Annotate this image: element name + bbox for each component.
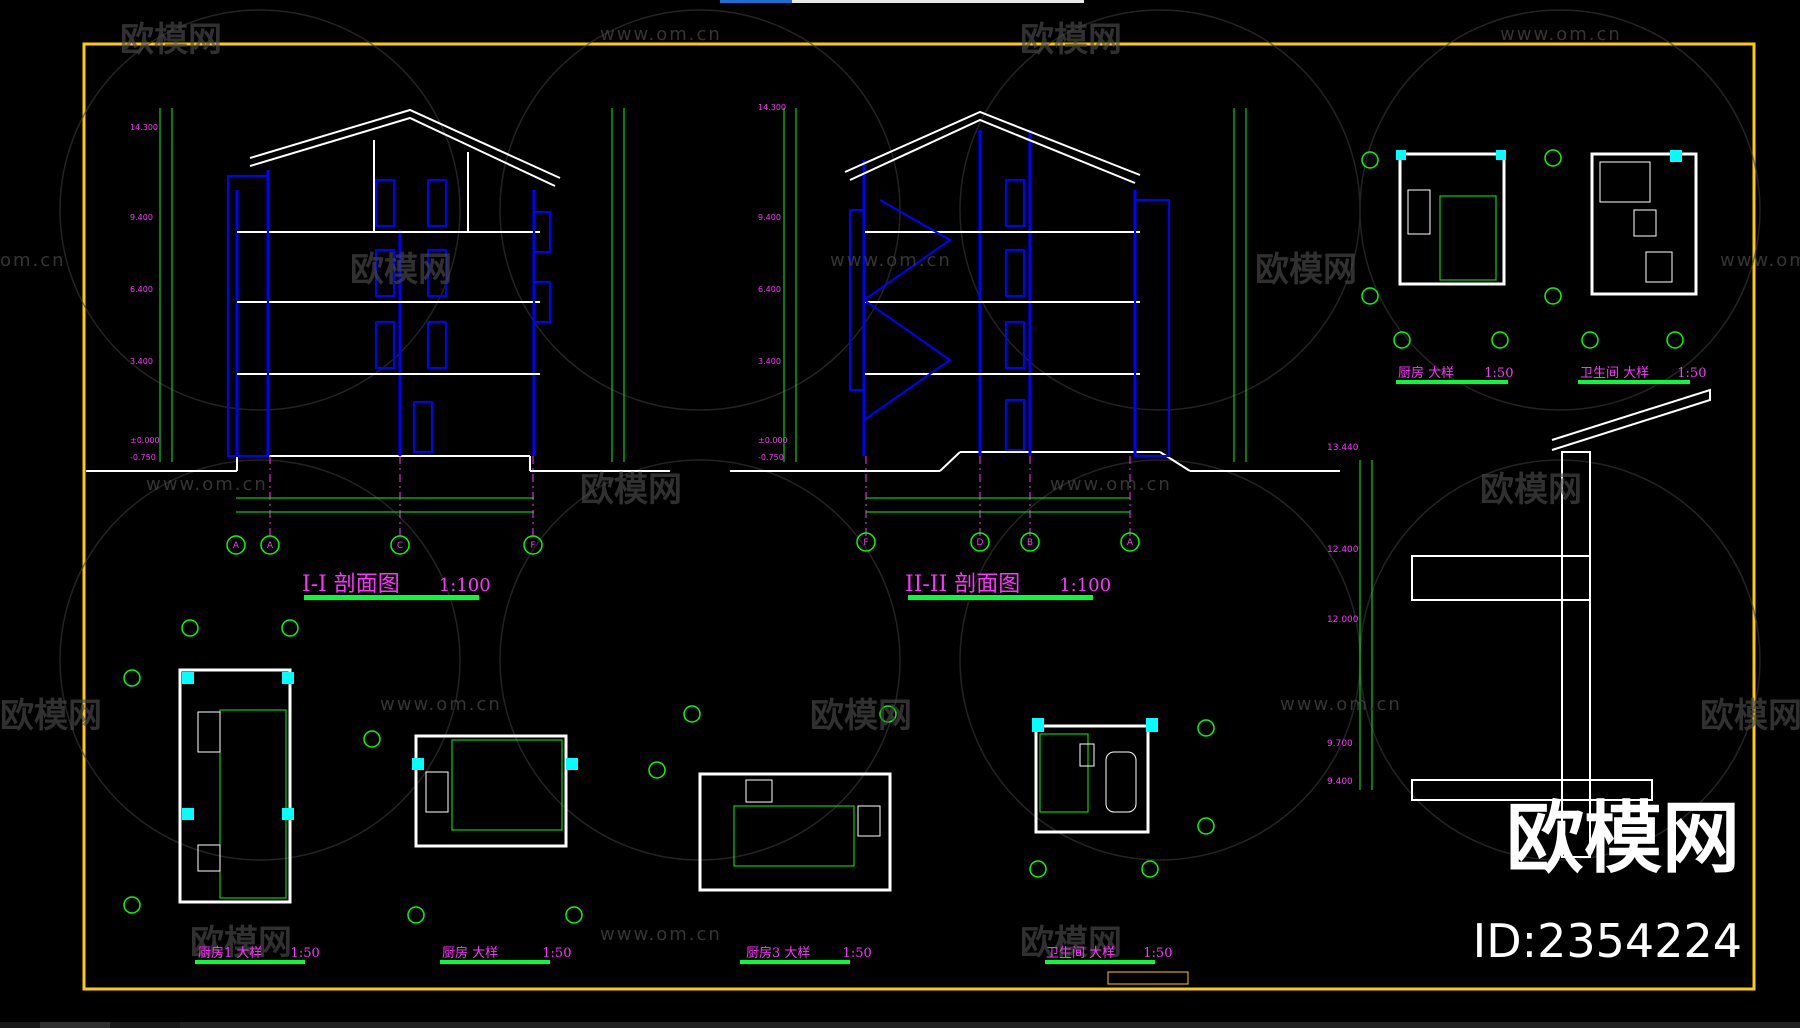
svg-text:6.400: 6.400 (758, 285, 781, 294)
brand-logo-text: 欧模网 (1505, 794, 1740, 884)
drawing-scale: 1:100 (438, 575, 491, 596)
kitchen-1-title: 厨房1 大样 1:50 (198, 942, 320, 961)
drawing-title-text: 卫生间 大样 (1580, 366, 1650, 381)
watermark-logo: 欧模网 (1700, 696, 1800, 736)
top-tab-indicator (720, 0, 792, 3)
watermark-url: www.om.cn (1280, 694, 1402, 715)
bottom-scrollbar[interactable] (0, 1022, 1800, 1028)
axis-label: F (530, 541, 535, 551)
watermark-logo: 欧模网 (190, 923, 292, 963)
bottom-scrollbar-segment[interactable] (40, 1022, 110, 1028)
watermark-url: www.om.cn (600, 924, 722, 945)
drawing-title-text: 厨房1 大样 (198, 946, 263, 961)
kitchen-3-title: 厨房3 大样 1:50 (746, 942, 872, 961)
bathroom-bottom-title: 卫生间 大样 1:50 (1046, 942, 1172, 961)
watermark-logo: 欧模网 (1480, 470, 1582, 510)
section-1-title: I-I 剖面图 1:100 (302, 566, 491, 598)
kitchen-top-title: 厨房 大样 1:50 (1398, 362, 1513, 381)
drawing-title-text: 厨房3 大样 (746, 946, 811, 961)
svg-text:9.400: 9.400 (758, 213, 781, 222)
axis-label: B (1027, 538, 1033, 548)
drawing-title-text: 厨房 大样 (1398, 366, 1455, 381)
svg-text:12.400: 12.400 (1327, 545, 1359, 555)
wall-detail: 13.440 12.400 12.000 9.700 9.400 (1327, 388, 1711, 858)
section-2-title: II-II 剖面图 1:100 (905, 566, 1111, 598)
bottom-scrollbar-segment[interactable] (180, 1022, 1800, 1028)
top-tab-indicator-light (792, 0, 1084, 3)
svg-text:13.440: 13.440 (1327, 443, 1359, 453)
axis-label: A (267, 541, 274, 551)
drawing-scale: 1:50 (842, 946, 872, 961)
svg-text:±0.000: ±0.000 (130, 436, 160, 445)
kitchen-1-plan (123, 619, 299, 914)
kitchen-2-title: 厨房 大样 1:50 (442, 942, 571, 961)
watermark-logo: 欧模网 (580, 470, 682, 510)
svg-text:9.400: 9.400 (130, 213, 153, 222)
drawing-title-text: 厨房 大样 (442, 946, 499, 961)
svg-text:±0.000: ±0.000 (758, 436, 788, 445)
drawing-scale: 1:50 (1484, 366, 1514, 381)
watermark-url: www.om.cn (146, 474, 268, 495)
watermark-logo: 欧模网 (1255, 250, 1357, 290)
svg-text:6.400: 6.400 (130, 285, 153, 294)
svg-text:9.400: 9.400 (1327, 777, 1353, 787)
drawing-scale: 1:50 (1677, 366, 1707, 381)
axis-label: A (1127, 538, 1134, 548)
watermark-url: www.om.cn (1500, 24, 1622, 45)
drawing-scale: 1:50 (290, 946, 320, 961)
sheet-frame (82, 42, 1756, 991)
watermark-url: www.om.cn (1720, 250, 1800, 271)
drawing-scale: 1:50 (1143, 946, 1173, 961)
watermark-logo: 欧模网 (1020, 20, 1122, 60)
svg-text:-0.750: -0.750 (758, 453, 784, 462)
svg-text:9.700: 9.700 (1327, 739, 1353, 749)
drawing-scale: 1:50 (542, 946, 572, 961)
axis-label: F (863, 538, 868, 548)
watermark-logo: 欧模网 (120, 20, 222, 60)
drawing-title-text: 卫生间 大样 (1046, 946, 1116, 961)
section-i-i: A A C F (159, 108, 625, 555)
svg-text:14.300: 14.300 (130, 123, 158, 132)
kitchen-top-plan (1361, 150, 1509, 349)
watermark-url: www.om.cn (1050, 474, 1172, 495)
drawing-title-text: II-II 剖面图 (905, 572, 1021, 597)
bathroom-top-plan (1544, 149, 1698, 349)
svg-text:14.300: 14.300 (758, 103, 786, 112)
watermark-url: www.om.cn (830, 250, 952, 271)
watermark-logo: 欧模网 (0, 696, 102, 736)
svg-text:12.000: 12.000 (1327, 615, 1359, 625)
axis-label: C (397, 541, 403, 551)
kitchen-2-plan (363, 730, 583, 924)
drawing-scale: 1:100 (1059, 575, 1112, 596)
watermark-logo: 欧模网 (1020, 923, 1122, 963)
svg-text:3.400: 3.400 (758, 357, 781, 366)
title-underlines (195, 380, 1690, 964)
svg-text:-0.750: -0.750 (130, 453, 156, 462)
watermark-url: www.om.cn (380, 694, 502, 715)
kitchen-3-plan (648, 705, 897, 892)
svg-text:3.400: 3.400 (130, 357, 153, 366)
watermark-url: www.om.cn (600, 24, 722, 45)
watermark-logo: 欧模网 (350, 250, 452, 290)
title-block-note (1107, 971, 1189, 985)
bathroom-top-title: 卫生间 大样 1:50 (1580, 362, 1706, 381)
watermark-logo: 欧模网 (810, 696, 912, 736)
elevation-labels: 14.300 9.400 6.400 3.400 ±0.000 -0.750 1… (130, 103, 788, 462)
section-ii-ii: F D B A (783, 108, 1247, 552)
ground-lines (86, 451, 1340, 472)
axis-label: D (977, 538, 984, 548)
bathroom-bottom-plan (1029, 718, 1215, 878)
axis-label: A (233, 541, 240, 551)
drawing-title-text: I-I 剖面图 (302, 572, 400, 597)
brand-id: ID:2354224 (1472, 914, 1742, 968)
watermark-url: om.cn (0, 250, 66, 271)
